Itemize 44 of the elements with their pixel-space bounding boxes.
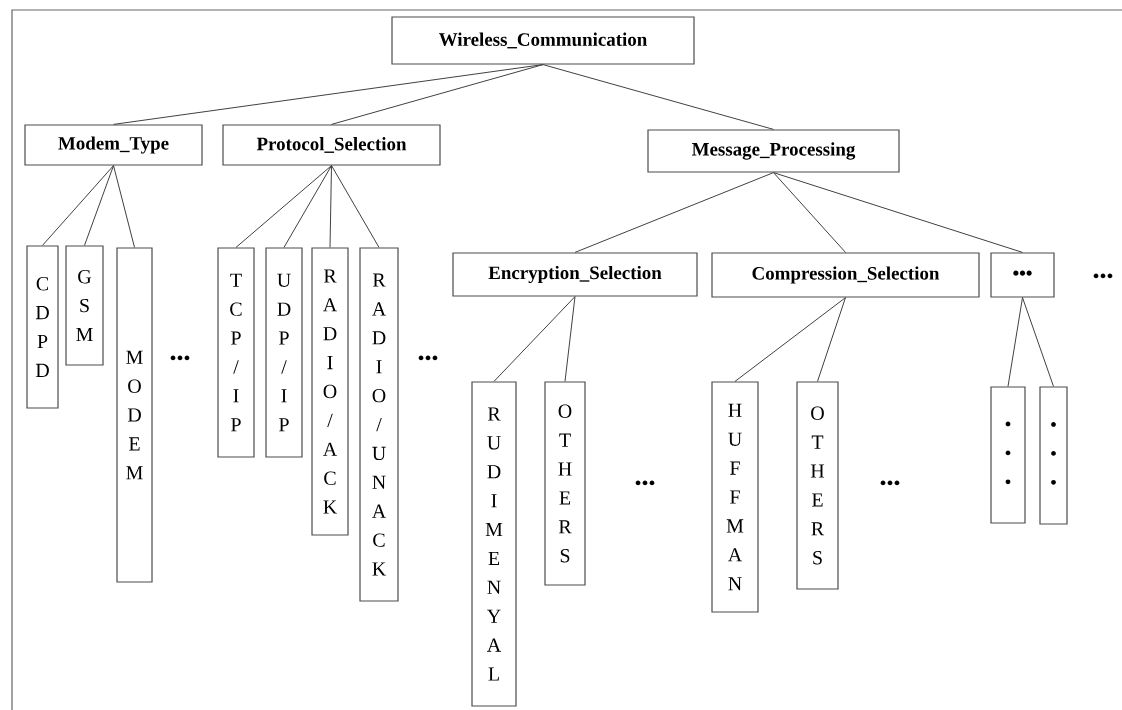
vertical-label-box: MODEM [116,247,153,583]
connector-line [329,165,332,248]
category-box: Encryption_Selection [452,252,698,297]
category-box: Message_Processing [647,129,900,173]
connector-line [493,296,576,382]
category-box: ••• [990,252,1055,298]
connector-line [113,64,544,125]
ellipsis-mark: ••• [880,480,900,486]
connector-line [331,165,380,248]
connector-line [1022,297,1054,387]
connector-line [283,165,332,248]
ellipsis-mark: ••• [635,480,655,486]
category-box: Protocol_Selection [222,124,441,166]
connector-line [773,172,1023,253]
ellipsis-mark: ••• [170,355,190,361]
ellipsis-mark: ••• [1093,273,1113,279]
connector-line [42,165,114,246]
connector-line [734,297,846,382]
vertical-label-box: RADIO/ACK [311,247,349,536]
connector-line [113,165,135,248]
connector-line [773,172,846,253]
connector-line [574,172,774,253]
category-box: Wireless_Communication [391,16,695,65]
connector-line [542,64,774,130]
vertical-label-box: OTHERS [796,381,839,590]
vertical-label-box: ••• [990,386,1026,524]
vertical-label-box: CDPD [26,245,59,409]
vertical-label-box: UDP/IP [265,247,303,458]
connector-line [84,165,114,246]
category-box: Compression_Selection [711,252,980,298]
connector-line [817,297,846,382]
connector-line [235,165,332,248]
vertical-label-box: GSM [65,245,104,366]
connector-line [331,64,544,125]
connector-line [564,296,576,382]
connector-line [1007,297,1023,387]
category-box: Modem_Type [24,124,203,166]
vertical-label-box: RADIO/UNACK [359,247,399,602]
vertical-label-box: OTHERS [544,381,586,586]
vertical-label-box: ••• [1039,386,1068,525]
vertical-label-box: RUDIMENYAL [471,381,517,707]
vertical-label-box: TCP/IP [217,247,255,458]
vertical-label-box: HUFFMAN [711,381,759,613]
ellipsis-mark: ••• [418,355,438,361]
